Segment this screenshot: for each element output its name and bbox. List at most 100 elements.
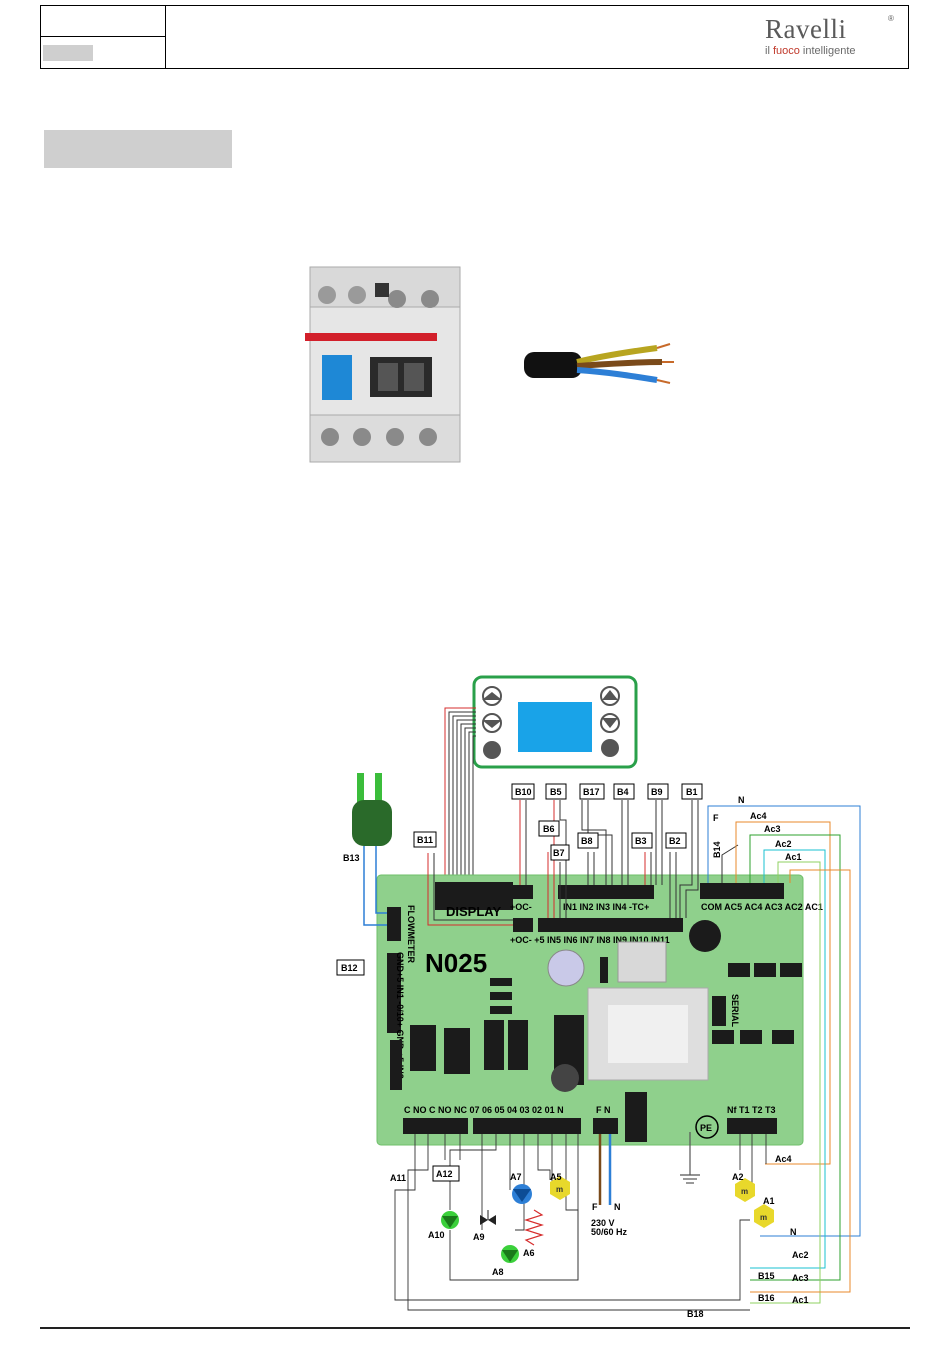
- board-name: N025: [425, 948, 487, 978]
- probe-wires: [427, 800, 699, 926]
- header-cell-top: [40, 5, 166, 37]
- supply-f-label: F: [592, 1202, 598, 1212]
- display-label: DISPLAY: [446, 904, 501, 919]
- supply-frequency: 50/60 Hz: [591, 1227, 628, 1237]
- wire-label-ac3-bottom: Ac3: [792, 1273, 809, 1283]
- wire-label-n-bottom: N: [790, 1227, 797, 1237]
- wiring-diagram: DISPLAY N025 +OC- IN1 IN2 IN3 IN4 -TC+ +…: [336, 675, 861, 1319]
- supply-n-label: N: [614, 1202, 621, 1212]
- circuit-breaker-image: [305, 266, 461, 463]
- flowmeter-label: FLOWMETER: [406, 905, 416, 963]
- bottom-fn-label: F N: [596, 1105, 611, 1115]
- label-a5: A5: [550, 1172, 562, 1182]
- tagline-post: intelligente: [799, 45, 856, 57]
- display-connector: [435, 882, 513, 910]
- label-b7: B7: [553, 848, 565, 858]
- footer-rule: [40, 1327, 910, 1329]
- top-row1-in-label: IN1 IN2 IN3 IN4 -TC+: [563, 902, 649, 912]
- supply-voltage: 230 V: [591, 1218, 615, 1228]
- label-a11: A11: [390, 1173, 406, 1183]
- label-b10: B10: [515, 787, 532, 797]
- brand-tagline: il fuoco intelligente: [765, 45, 856, 57]
- label-a9: A9: [473, 1232, 485, 1242]
- svg-text:m: m: [741, 1187, 748, 1196]
- box-labels: B10 B5 B17 B4 B9 B1 B6 B8 B3 B2 B7 B11 B…: [336, 783, 703, 1182]
- bottom-connectors: [403, 1118, 777, 1134]
- svg-text:m: m: [556, 1185, 563, 1194]
- label-b5: B5: [550, 787, 562, 797]
- section-title-bar: [44, 130, 232, 168]
- tagline-red: fuoco: [772, 45, 800, 57]
- wire-label-ac4-top: Ac4: [750, 811, 767, 821]
- label-a10: A10: [428, 1230, 445, 1240]
- wire-label-ac1-top: Ac1: [785, 852, 802, 862]
- display-ribbon-cable: [444, 707, 476, 885]
- wire-label-f: F: [713, 813, 719, 823]
- pump-a10: [441, 1211, 459, 1229]
- motor-a5: m: [550, 1176, 570, 1200]
- power-cable-image: [524, 343, 674, 384]
- bottom-right-label: Nf T1 T2 T3: [727, 1105, 776, 1115]
- capacitor: [547, 949, 585, 987]
- heater-a6: [523, 1209, 545, 1246]
- top-row2-label: +OC- +5 IN5 IN6 IN7 IN8 IN9 IN10 IN11: [510, 935, 670, 945]
- wire-label-ac2-top: Ac2: [775, 839, 792, 849]
- actuator-wires: [707, 805, 861, 1304]
- label-b18: B18: [687, 1309, 704, 1319]
- header-cell-bottom: [40, 37, 166, 69]
- label-a12: A12: [436, 1169, 453, 1179]
- fuse: [551, 1064, 579, 1092]
- output-wires: [394, 1134, 767, 1311]
- top-connectors: [513, 883, 784, 932]
- label-b16: B16: [758, 1293, 775, 1303]
- label-a8: A8: [492, 1267, 504, 1277]
- relay-block: [617, 941, 667, 983]
- label-b6: B6: [543, 824, 555, 834]
- label-b2: B2: [669, 836, 681, 846]
- label-b12: B12: [341, 963, 358, 973]
- control-display-panel: [472, 675, 638, 769]
- serial-connector: [712, 996, 726, 1026]
- wire-label-ac3-top: Ac3: [764, 824, 781, 834]
- label-a2: A2: [732, 1172, 744, 1182]
- left-side-label: GND+5 IN1 -0/10+ GND +5 IN2: [395, 952, 405, 1079]
- bottom-left-label: C NO C NO NC 07 06 05 04 03 02 01 N: [404, 1105, 564, 1115]
- pump-a7: [512, 1184, 532, 1204]
- flowmeter-sensor: [352, 773, 392, 926]
- wire-label-ac2-bottom: Ac2: [792, 1250, 809, 1260]
- label-b3: B3: [635, 836, 647, 846]
- label-b9: B9: [651, 787, 663, 797]
- header-frame: [40, 5, 909, 69]
- ground-symbol: [680, 1132, 700, 1184]
- serial-label: SERIAL: [730, 994, 740, 1028]
- wire-label-ac4-bottom: Ac4: [775, 1154, 792, 1164]
- label-a7: A7: [510, 1172, 522, 1182]
- label-a1: A1: [763, 1196, 775, 1206]
- pe-terminal: [695, 1115, 719, 1139]
- motor-a1: m: [754, 1204, 774, 1228]
- flowmeter-connector: [387, 907, 401, 941]
- com-row-label: COM AC5 AC4 AC3 AC2 AC1: [701, 902, 823, 912]
- label-b4: B4: [617, 787, 629, 797]
- label-b17: B17: [583, 787, 600, 797]
- label-b13: B13: [343, 853, 360, 863]
- label-b11: B11: [417, 835, 433, 845]
- svg-text:m: m: [760, 1213, 767, 1222]
- wire-labels: N F Ac4 Ac3 Ac2 Ac1 Ac4 N Ac2 Ac3 Ac1: [713, 795, 809, 1305]
- tagline-pre: il: [765, 45, 773, 57]
- motor-a2: m: [735, 1178, 755, 1202]
- wire-label-n-top: N: [738, 795, 745, 805]
- label-a6: A6: [523, 1248, 535, 1258]
- header-grey-block: [43, 45, 93, 61]
- left-side-connector: [387, 953, 401, 1033]
- buzzer: [689, 920, 721, 952]
- top-row1-label: +OC-: [510, 902, 532, 912]
- label-b15: B15: [758, 1271, 775, 1281]
- valve-a9: [480, 1210, 496, 1225]
- pe-label: PE: [700, 1123, 712, 1133]
- label-b14: B14: [712, 841, 722, 858]
- brand-logo: Ravelli: [765, 14, 847, 44]
- pump-a8: [501, 1245, 519, 1263]
- brand-reg-mark: ®: [888, 14, 894, 23]
- wire-label-ac1-bottom: Ac1: [792, 1295, 809, 1305]
